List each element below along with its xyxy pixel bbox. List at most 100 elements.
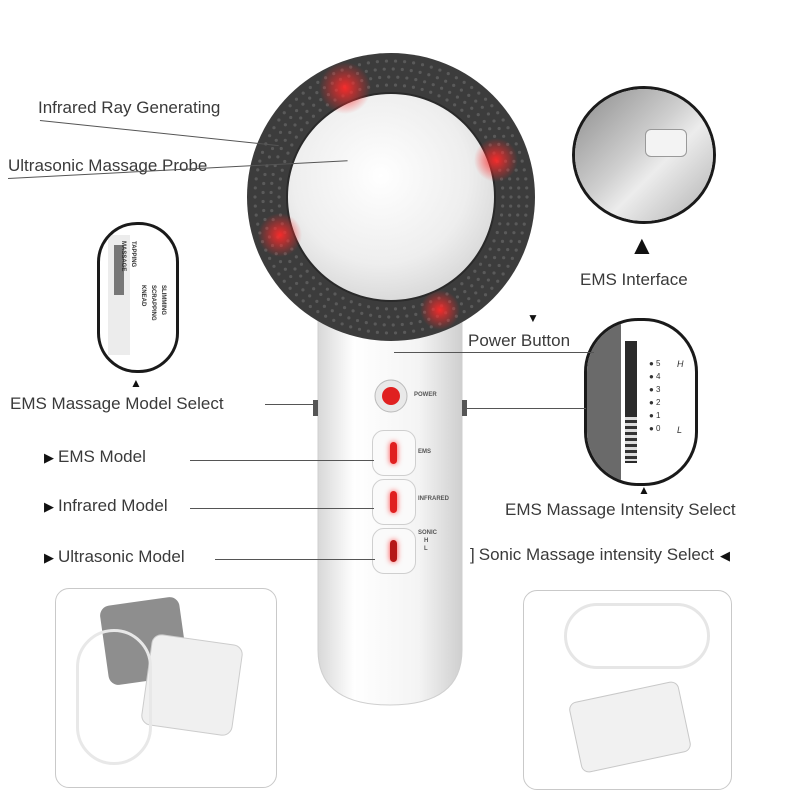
ring-dot bbox=[446, 72, 450, 76]
ring-dot bbox=[260, 150, 265, 154]
ring-dot bbox=[510, 134, 514, 138]
ring-dot bbox=[492, 119, 496, 123]
ring-dot bbox=[268, 134, 272, 138]
ring-dot bbox=[299, 262, 304, 266]
ring-dot bbox=[525, 195, 529, 199]
sonic-l-text: L bbox=[424, 546, 428, 552]
ring-dot bbox=[305, 281, 309, 285]
ring-dot bbox=[308, 96, 312, 100]
ring-dot bbox=[360, 311, 364, 315]
ring-dot bbox=[405, 76, 409, 80]
ring-dot bbox=[497, 126, 501, 131]
ems-indicator-light bbox=[390, 442, 397, 464]
infrared-mode-button[interactable] bbox=[372, 479, 416, 525]
ems-text: EMS bbox=[418, 449, 432, 455]
ring-dot bbox=[403, 60, 407, 64]
ring-dot bbox=[448, 90, 452, 94]
ring-dot bbox=[514, 142, 518, 146]
ring-dot bbox=[453, 103, 457, 107]
ring-dot bbox=[290, 143, 294, 147]
ring-dot bbox=[517, 186, 521, 190]
ring-dot bbox=[256, 222, 260, 226]
ring-dot bbox=[393, 59, 398, 63]
leader-line bbox=[190, 508, 374, 509]
ring-dot bbox=[338, 312, 343, 317]
ring-dot bbox=[387, 315, 391, 319]
ring-dot bbox=[288, 104, 292, 108]
ring-dot bbox=[455, 95, 460, 99]
ring-dot bbox=[483, 293, 488, 297]
ring-dot bbox=[482, 270, 486, 275]
mode-label-scrapping: SCRAPPING bbox=[150, 285, 156, 321]
ring-dot bbox=[412, 329, 416, 333]
adapter-icon bbox=[567, 680, 693, 774]
ring-dot bbox=[315, 299, 319, 303]
ring-dot bbox=[382, 67, 386, 71]
label-ultrasonic-model: ▶Ultrasonic Model bbox=[44, 547, 185, 566]
intensity-level-5: ● 5 bbox=[649, 359, 661, 368]
ring-dot bbox=[299, 128, 304, 132]
ring-dot bbox=[341, 296, 345, 300]
ring-dot bbox=[474, 291, 478, 295]
ring-dot bbox=[525, 186, 529, 190]
ring-dot bbox=[483, 97, 488, 101]
ring-dot bbox=[364, 320, 368, 325]
ring-dot bbox=[349, 325, 353, 329]
ring-dot bbox=[294, 97, 299, 101]
ring-dot bbox=[378, 314, 382, 319]
ring-dot bbox=[393, 307, 398, 311]
ring-dot bbox=[509, 239, 513, 243]
ring-dot bbox=[492, 239, 496, 243]
ring-dot bbox=[325, 287, 329, 291]
ring-dot bbox=[402, 306, 407, 310]
label-infrared-ray: Infrared Ray Generating bbox=[38, 98, 221, 117]
ring-dot bbox=[258, 159, 262, 163]
ring-dot bbox=[414, 312, 418, 317]
ring-dot bbox=[509, 186, 513, 190]
ring-dot bbox=[460, 282, 464, 286]
arrow-up-icon: ▲ bbox=[638, 483, 650, 497]
ring-dot bbox=[262, 208, 266, 213]
intensity-inset: ● 5● 4● 3● 2● 1● 0 H L bbox=[584, 318, 698, 486]
ring-dot bbox=[509, 204, 513, 208]
ring-dot bbox=[484, 255, 488, 259]
ring-dot bbox=[263, 172, 267, 177]
power-text: POWER bbox=[414, 392, 437, 398]
ring-dot bbox=[402, 84, 407, 88]
ring-dot bbox=[270, 146, 275, 151]
ring-dot bbox=[278, 130, 283, 134]
ring-dot bbox=[278, 177, 283, 181]
bracket-icon: ] bbox=[470, 545, 475, 564]
ring-dot bbox=[501, 204, 505, 208]
ring-dot bbox=[411, 305, 416, 309]
electrode-pads-photo bbox=[55, 588, 277, 788]
intensity-level-4: ● 4 bbox=[649, 372, 661, 381]
label-ems-intensity-select: EMS Massage Intensity Select bbox=[505, 500, 736, 519]
ring-dot bbox=[459, 88, 464, 92]
ring-dot bbox=[334, 302, 338, 306]
ems-mode-button[interactable] bbox=[372, 430, 416, 476]
ring-dot bbox=[420, 63, 425, 67]
ring-dot bbox=[254, 213, 258, 217]
sonic-mode-button[interactable] bbox=[372, 528, 416, 574]
intensity-level-3: ● 3 bbox=[649, 385, 661, 394]
ring-dot bbox=[269, 199, 273, 204]
ring-dot bbox=[387, 75, 391, 79]
ring-dot bbox=[308, 85, 312, 90]
ring-dot bbox=[517, 240, 522, 244]
ring-dot bbox=[288, 286, 292, 290]
ring-dot bbox=[525, 204, 529, 208]
leader-line bbox=[466, 408, 586, 409]
ring-dot bbox=[470, 304, 474, 309]
ring-dot bbox=[502, 134, 506, 138]
ring-dot bbox=[280, 168, 284, 172]
arrow-right-icon: ▶ bbox=[44, 499, 54, 514]
ring-dot bbox=[322, 304, 327, 308]
ring-dot bbox=[396, 315, 400, 319]
ring-dot bbox=[272, 126, 276, 130]
ring-dot bbox=[420, 87, 424, 92]
ring-dot bbox=[283, 159, 287, 164]
ring-dot bbox=[261, 190, 265, 195]
ring-dot bbox=[391, 323, 395, 327]
intensity-slider-knob[interactable] bbox=[625, 417, 637, 461]
